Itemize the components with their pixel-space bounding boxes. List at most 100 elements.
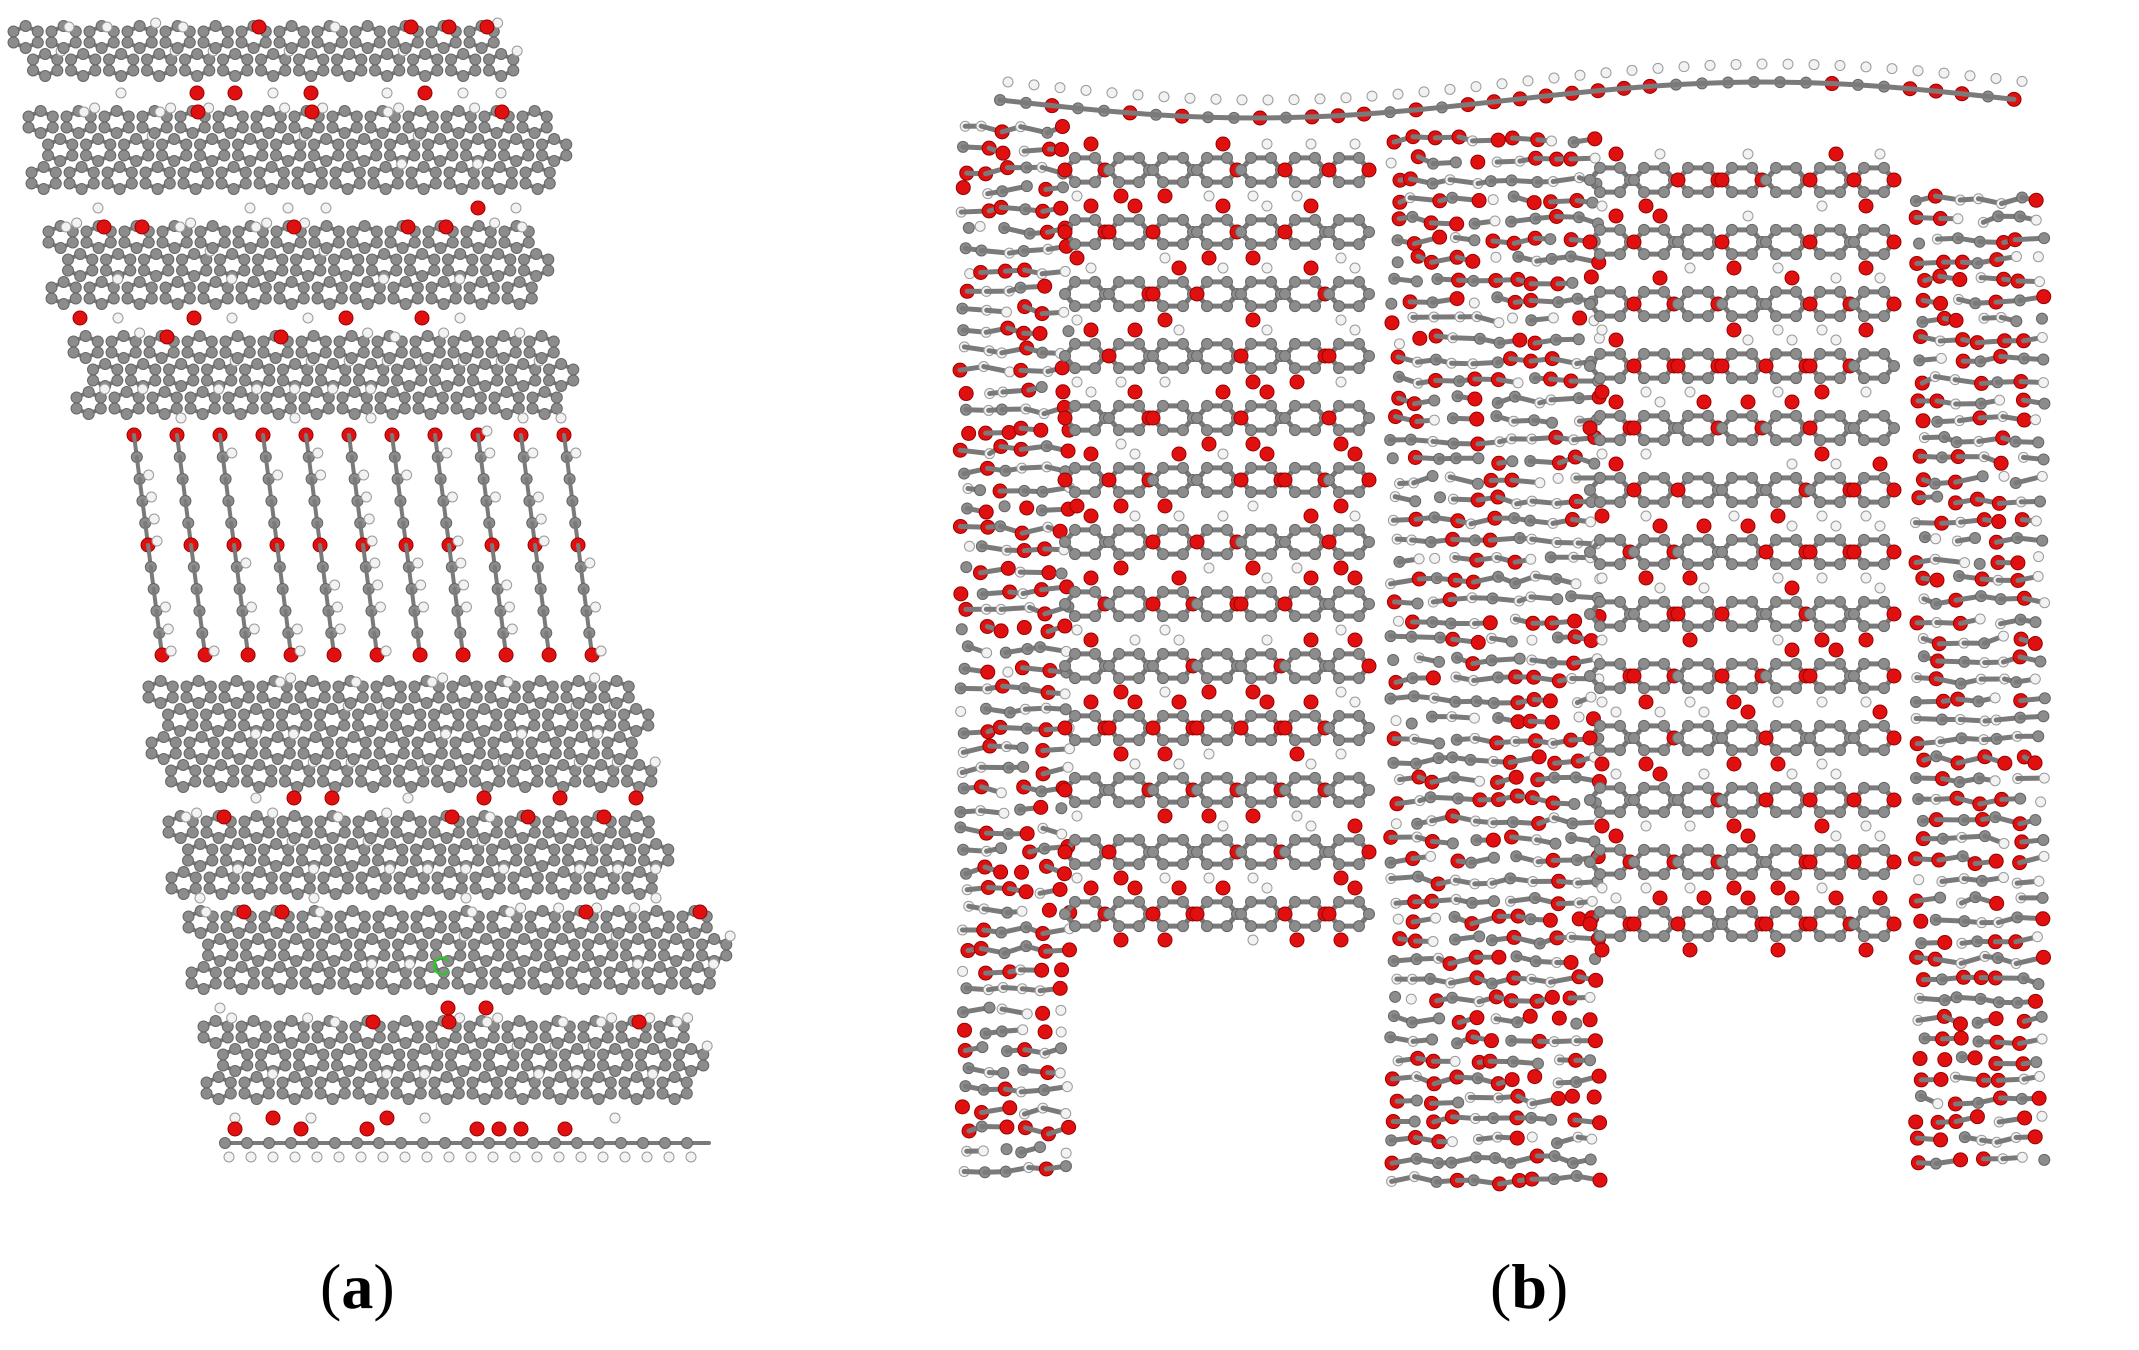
oxygen-atom bbox=[275, 905, 289, 919]
carbon-atom bbox=[321, 855, 332, 866]
carbon-atom bbox=[172, 43, 183, 54]
carbon-atom bbox=[585, 692, 596, 703]
carbon-atom bbox=[236, 984, 247, 995]
carbon-atom bbox=[28, 65, 39, 76]
carbon-atom bbox=[168, 347, 179, 358]
oxygen-atom bbox=[241, 648, 255, 662]
carbon-atom bbox=[429, 254, 440, 265]
carbon-atom bbox=[555, 1072, 566, 1083]
carbon-atom bbox=[262, 978, 273, 989]
carbon-atom bbox=[561, 139, 572, 150]
carbon-atom bbox=[80, 331, 91, 342]
hydrogen-atom bbox=[1022, 1009, 1032, 1019]
oxygen-atom bbox=[339, 311, 353, 325]
hydrogen-atom bbox=[461, 602, 471, 612]
carbon-atom bbox=[387, 387, 398, 398]
carbon-atom bbox=[456, 162, 467, 173]
oxygen-atom bbox=[994, 865, 1008, 879]
carbon-atom bbox=[216, 889, 227, 900]
carbon-atom bbox=[441, 111, 452, 122]
carbon-atom bbox=[432, 883, 443, 894]
hydrogen-atom bbox=[356, 1152, 366, 1162]
carbon-atom bbox=[479, 122, 490, 133]
carbon-atom bbox=[397, 855, 408, 866]
hydrogen-atom bbox=[1005, 367, 1015, 377]
carbon-atom bbox=[427, 111, 438, 122]
carbon-atom bbox=[536, 353, 547, 364]
carbon-atom bbox=[482, 178, 493, 189]
hydrogen-atom bbox=[290, 413, 300, 423]
carbon-atom bbox=[529, 709, 540, 720]
carbon-atom bbox=[494, 184, 505, 195]
carbon-atom bbox=[578, 962, 589, 973]
carbon-atom bbox=[453, 1088, 464, 1099]
carbon-atom bbox=[425, 409, 436, 420]
carbon-atom bbox=[396, 1138, 407, 1149]
carbon-atom bbox=[348, 732, 359, 743]
carbon-atom bbox=[333, 226, 344, 237]
carbon-atom bbox=[583, 939, 594, 950]
carbon-atom bbox=[423, 139, 434, 150]
carbon-atom bbox=[506, 364, 517, 375]
hydrogen-atom bbox=[466, 1152, 476, 1162]
carbon-atom bbox=[514, 1016, 525, 1027]
carbon-atom bbox=[447, 681, 458, 692]
hydrogen-atom bbox=[251, 793, 261, 803]
oxygen-atom bbox=[380, 1111, 394, 1125]
carbon-atom bbox=[496, 1066, 507, 1077]
carbon-atom bbox=[306, 71, 317, 82]
carbon-atom bbox=[467, 827, 478, 838]
carbon-atom bbox=[277, 1088, 288, 1099]
carbon-atom bbox=[146, 282, 157, 293]
carbon-atom bbox=[318, 1049, 329, 1060]
carbon-atom bbox=[75, 249, 86, 260]
carbon-atom bbox=[237, 111, 248, 122]
carbon-atom bbox=[100, 359, 111, 370]
hydrogen-atom bbox=[312, 1152, 322, 1162]
carbon-atom bbox=[442, 359, 453, 370]
carbon-atom bbox=[231, 676, 242, 687]
carbon-atom bbox=[306, 1044, 317, 1055]
carbon-atom bbox=[152, 162, 163, 173]
carbon-atom bbox=[500, 754, 511, 765]
carbon-atom bbox=[105, 150, 116, 161]
carbon-atom bbox=[312, 26, 323, 37]
carbon-atom bbox=[195, 139, 206, 150]
carbon-atom bbox=[560, 1060, 571, 1071]
carbon-atom bbox=[464, 282, 475, 293]
carbon-atom bbox=[261, 403, 272, 414]
carbon-atom bbox=[245, 134, 256, 145]
carbon-atom bbox=[230, 49, 241, 60]
carbon-atom bbox=[514, 1038, 525, 1049]
carbon-atom bbox=[961, 562, 972, 573]
carbon-atom bbox=[144, 347, 155, 358]
carbon-atom bbox=[365, 833, 376, 844]
carbon-atom bbox=[385, 237, 396, 248]
carbon-atom bbox=[573, 676, 584, 687]
carbon-atom bbox=[505, 1077, 516, 1088]
carbon-atom bbox=[569, 939, 580, 950]
hydrogen-atom bbox=[370, 558, 380, 568]
carbon-atom bbox=[397, 134, 408, 145]
carbon-atom bbox=[491, 1077, 502, 1088]
hydrogen-atom bbox=[473, 159, 483, 169]
carbon-atom bbox=[353, 709, 364, 720]
carbon-atom bbox=[540, 962, 551, 973]
carbon-atom bbox=[660, 1138, 671, 1149]
carbon-atom bbox=[590, 967, 601, 978]
carbon-atom bbox=[423, 150, 434, 161]
carbon-atom bbox=[528, 978, 539, 989]
carbon-atom bbox=[356, 776, 367, 787]
carbon-atom bbox=[611, 676, 622, 687]
carbon-atom bbox=[271, 839, 282, 850]
carbon-atom bbox=[272, 732, 283, 743]
carbon-atom bbox=[131, 134, 142, 145]
carbon-atom bbox=[394, 765, 405, 776]
hydrogen-atom bbox=[651, 864, 661, 874]
hydrogen-atom bbox=[116, 88, 126, 98]
carbon-atom bbox=[488, 293, 499, 304]
carbon-atom bbox=[430, 167, 441, 178]
carbon-atom bbox=[46, 293, 57, 304]
carbon-atom bbox=[646, 776, 657, 787]
carbon-atom bbox=[400, 1038, 411, 1049]
